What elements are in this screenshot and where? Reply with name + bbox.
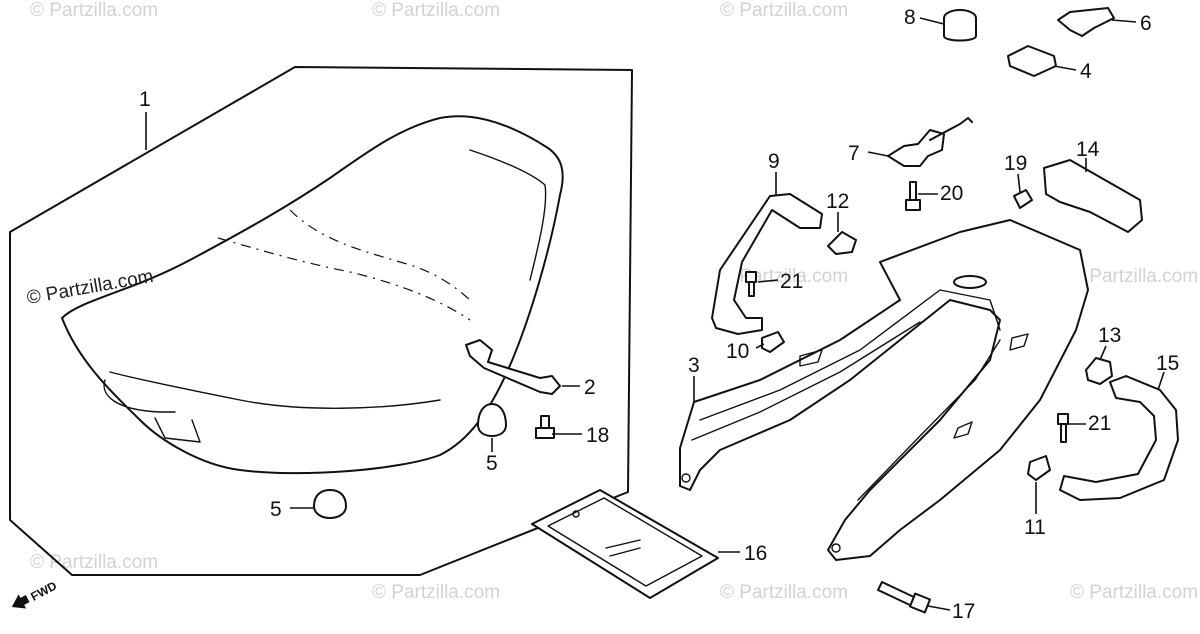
grommet-drawings xyxy=(313,403,507,519)
callout-20: 20 xyxy=(940,182,963,205)
screw-19-drawing xyxy=(1013,189,1033,209)
seat-drawing xyxy=(61,115,564,475)
watermark: © Partzilla.com xyxy=(720,0,848,21)
seat-bracket-drawing xyxy=(465,339,561,395)
plate-4-drawing xyxy=(1007,45,1057,77)
fwd-direction-marker: FWD xyxy=(11,578,59,609)
bracket-14-drawing xyxy=(1043,159,1143,233)
watermark: © Partzilla.com xyxy=(372,582,500,603)
callout-6: 6 xyxy=(1140,12,1152,35)
callout-11: 11 xyxy=(1024,516,1046,539)
callout-17: 17 xyxy=(952,600,975,623)
callout-12: 12 xyxy=(826,190,849,213)
leader-lines xyxy=(145,17,1165,611)
callout-5: 5 xyxy=(486,452,498,475)
callout-14: 14 xyxy=(1076,138,1100,161)
bolt-21-drawings xyxy=(745,271,1069,443)
callout-3: 3 xyxy=(688,354,700,377)
callout-15: 15 xyxy=(1156,352,1179,375)
callout-19: 19 xyxy=(1004,152,1027,175)
callout-18: 18 xyxy=(586,424,609,447)
bolt-18-drawing xyxy=(535,415,555,439)
rubber-10-drawing xyxy=(761,331,785,353)
callout-13: 13 xyxy=(1098,324,1121,347)
callout-7: 7 xyxy=(848,142,860,165)
lock-8-drawing xyxy=(943,9,977,42)
callout-10: 10 xyxy=(726,340,749,363)
callout-labels: 1 2 3 4 5 5 6 7 8 9 10 11 12 13 14 15 16… xyxy=(139,6,1179,623)
watermark: © Partzilla.com xyxy=(30,0,158,21)
callout-4: 4 xyxy=(1080,60,1092,83)
watermark: © Partzilla.com xyxy=(30,552,158,573)
bolt-20-drawing xyxy=(905,181,921,211)
grab-rail-left-drawing xyxy=(711,193,823,335)
fwd-label: FWD xyxy=(28,578,59,603)
callout-16: 16 xyxy=(744,542,767,565)
watermark: © Partzilla.com xyxy=(1070,582,1198,603)
callout-1: 1 xyxy=(139,88,151,111)
washer-12-drawing xyxy=(827,231,857,255)
callout-21: 21 xyxy=(1088,412,1111,435)
seat-cowl-drawing xyxy=(679,219,1089,561)
nut-13-drawing xyxy=(1085,357,1113,385)
fwd-arrow-icon xyxy=(11,594,30,609)
callout-8: 8 xyxy=(904,6,916,29)
tray-drawing xyxy=(531,489,719,599)
watermark: © Partzilla.com xyxy=(720,582,848,603)
callout-5: 5 xyxy=(270,498,282,521)
grab-rail-right-drawing xyxy=(1059,375,1179,501)
watermark: © Partzilla.com xyxy=(1070,266,1198,287)
callout-2: 2 xyxy=(584,376,596,399)
seat-group-frame xyxy=(9,66,633,576)
rubber-11-drawing xyxy=(1027,455,1051,481)
clip-6-drawing xyxy=(1057,7,1115,37)
watermark: © Partzilla.com xyxy=(372,0,500,21)
bolt-17-drawing xyxy=(877,581,932,614)
callout-9: 9 xyxy=(768,150,780,173)
callout-21: 21 xyxy=(780,270,803,293)
latch-7-drawing xyxy=(887,117,973,167)
